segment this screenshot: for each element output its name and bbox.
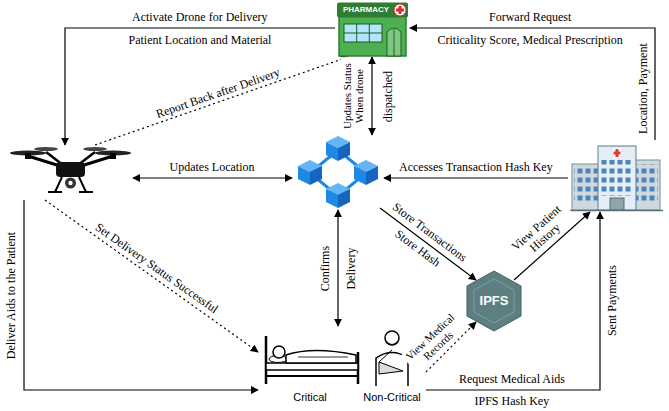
drawing-part	[266, 363, 358, 370]
drone-node	[8, 145, 133, 200]
free-label: dispatched	[382, 69, 395, 122]
hospital-node	[568, 140, 663, 212]
drawing-part	[610, 198, 624, 210]
drawing-part	[394, 29, 395, 56]
connector	[65, 28, 335, 145]
drawing-part	[614, 152, 621, 155]
edge-label: Deliver Aids to the Patient	[5, 230, 18, 359]
edge-label: Confirms	[319, 244, 332, 291]
drawing-part	[326, 136, 350, 161]
drawing-part	[634, 160, 660, 210]
drawing-part	[298, 160, 322, 185]
drawing-part	[68, 181, 72, 185]
drawing-part	[379, 362, 403, 374]
connector	[133, 177, 292, 178]
hospital-icon	[568, 140, 663, 212]
drawing-part	[394, 4, 406, 16]
drawing-part	[83, 147, 107, 151]
drawing-part	[568, 210, 663, 212]
drawing-part	[613, 148, 621, 158]
edge-label: Accesses Transaction Hash Key	[398, 161, 554, 174]
drawing-part	[56, 162, 85, 177]
drawing-part	[396, 9, 404, 12]
blockchain-node	[292, 135, 384, 210]
connector	[384, 177, 568, 178]
edge-label: Request Medical Aids	[458, 373, 566, 386]
drawing-part	[601, 160, 633, 196]
drawing-part	[286, 351, 356, 364]
node-text: Non-Critical	[363, 391, 420, 403]
free-label: Delivery	[345, 246, 358, 290]
pharmacy-node: PHARMACY	[335, 2, 410, 57]
connector	[410, 28, 655, 140]
drawing-part	[79, 177, 86, 192]
edge-label: Activate Drone for Delivery	[131, 11, 269, 24]
node-text: IPFS	[480, 294, 509, 308]
drawing-part	[25, 153, 31, 159]
free-label: Sent Payments	[605, 264, 618, 337]
edge-label: Report Back after Delivery	[154, 65, 283, 121]
drawing-part	[354, 160, 378, 185]
connector	[95, 57, 348, 145]
drawing-part	[48, 191, 62, 193]
drawing-part	[339, 16, 406, 56]
drawing-part	[474, 279, 514, 323]
patient-node: Critical Non-Critical	[258, 326, 426, 406]
node-text: PHARMACY	[343, 6, 389, 15]
drawing-part	[79, 191, 93, 193]
edge-label: Updates Location	[169, 161, 256, 174]
drone-icon	[8, 145, 133, 200]
connector	[45, 200, 258, 352]
drawing-part	[34, 147, 58, 151]
drawing-part	[387, 342, 397, 345]
drawing-part	[598, 146, 636, 210]
edge-label: Updates Status When drone	[341, 57, 365, 135]
drawing-part	[273, 346, 285, 358]
drawing-part	[298, 357, 348, 358]
drawing-part	[636, 164, 658, 204]
edge-label: Set Delivery Status Successful	[91, 220, 220, 317]
drawing-part	[344, 33, 382, 34]
drawing-part	[574, 168, 598, 204]
drawing-part	[572, 164, 600, 210]
drawing-part	[337, 3, 408, 18]
connector	[337, 210, 338, 326]
drawing-part	[385, 331, 399, 345]
drawing-part	[326, 183, 350, 208]
free-label: Patient Location and Material	[128, 34, 273, 47]
edge-label: Forward Request	[488, 11, 572, 24]
free-label: Criticality Score, Medical Prescription	[437, 34, 624, 47]
drawing-part	[379, 350, 392, 362]
ipfs-node: IPFS	[466, 270, 522, 332]
connector	[371, 57, 372, 135]
connector	[380, 208, 476, 280]
drawing-part	[387, 28, 401, 56]
drawing-part	[55, 177, 62, 192]
drawing-part	[344, 24, 382, 42]
blockchain-icon	[292, 135, 384, 210]
drawing-part	[65, 178, 76, 189]
drawing-part	[110, 153, 116, 159]
free-label: Location, Payment	[636, 42, 649, 135]
node-text: Critical	[293, 391, 327, 403]
drawing-part	[467, 271, 521, 331]
free-label: IPFS Hash Key	[474, 395, 551, 408]
connector	[24, 200, 258, 390]
drawing-part	[266, 375, 358, 377]
